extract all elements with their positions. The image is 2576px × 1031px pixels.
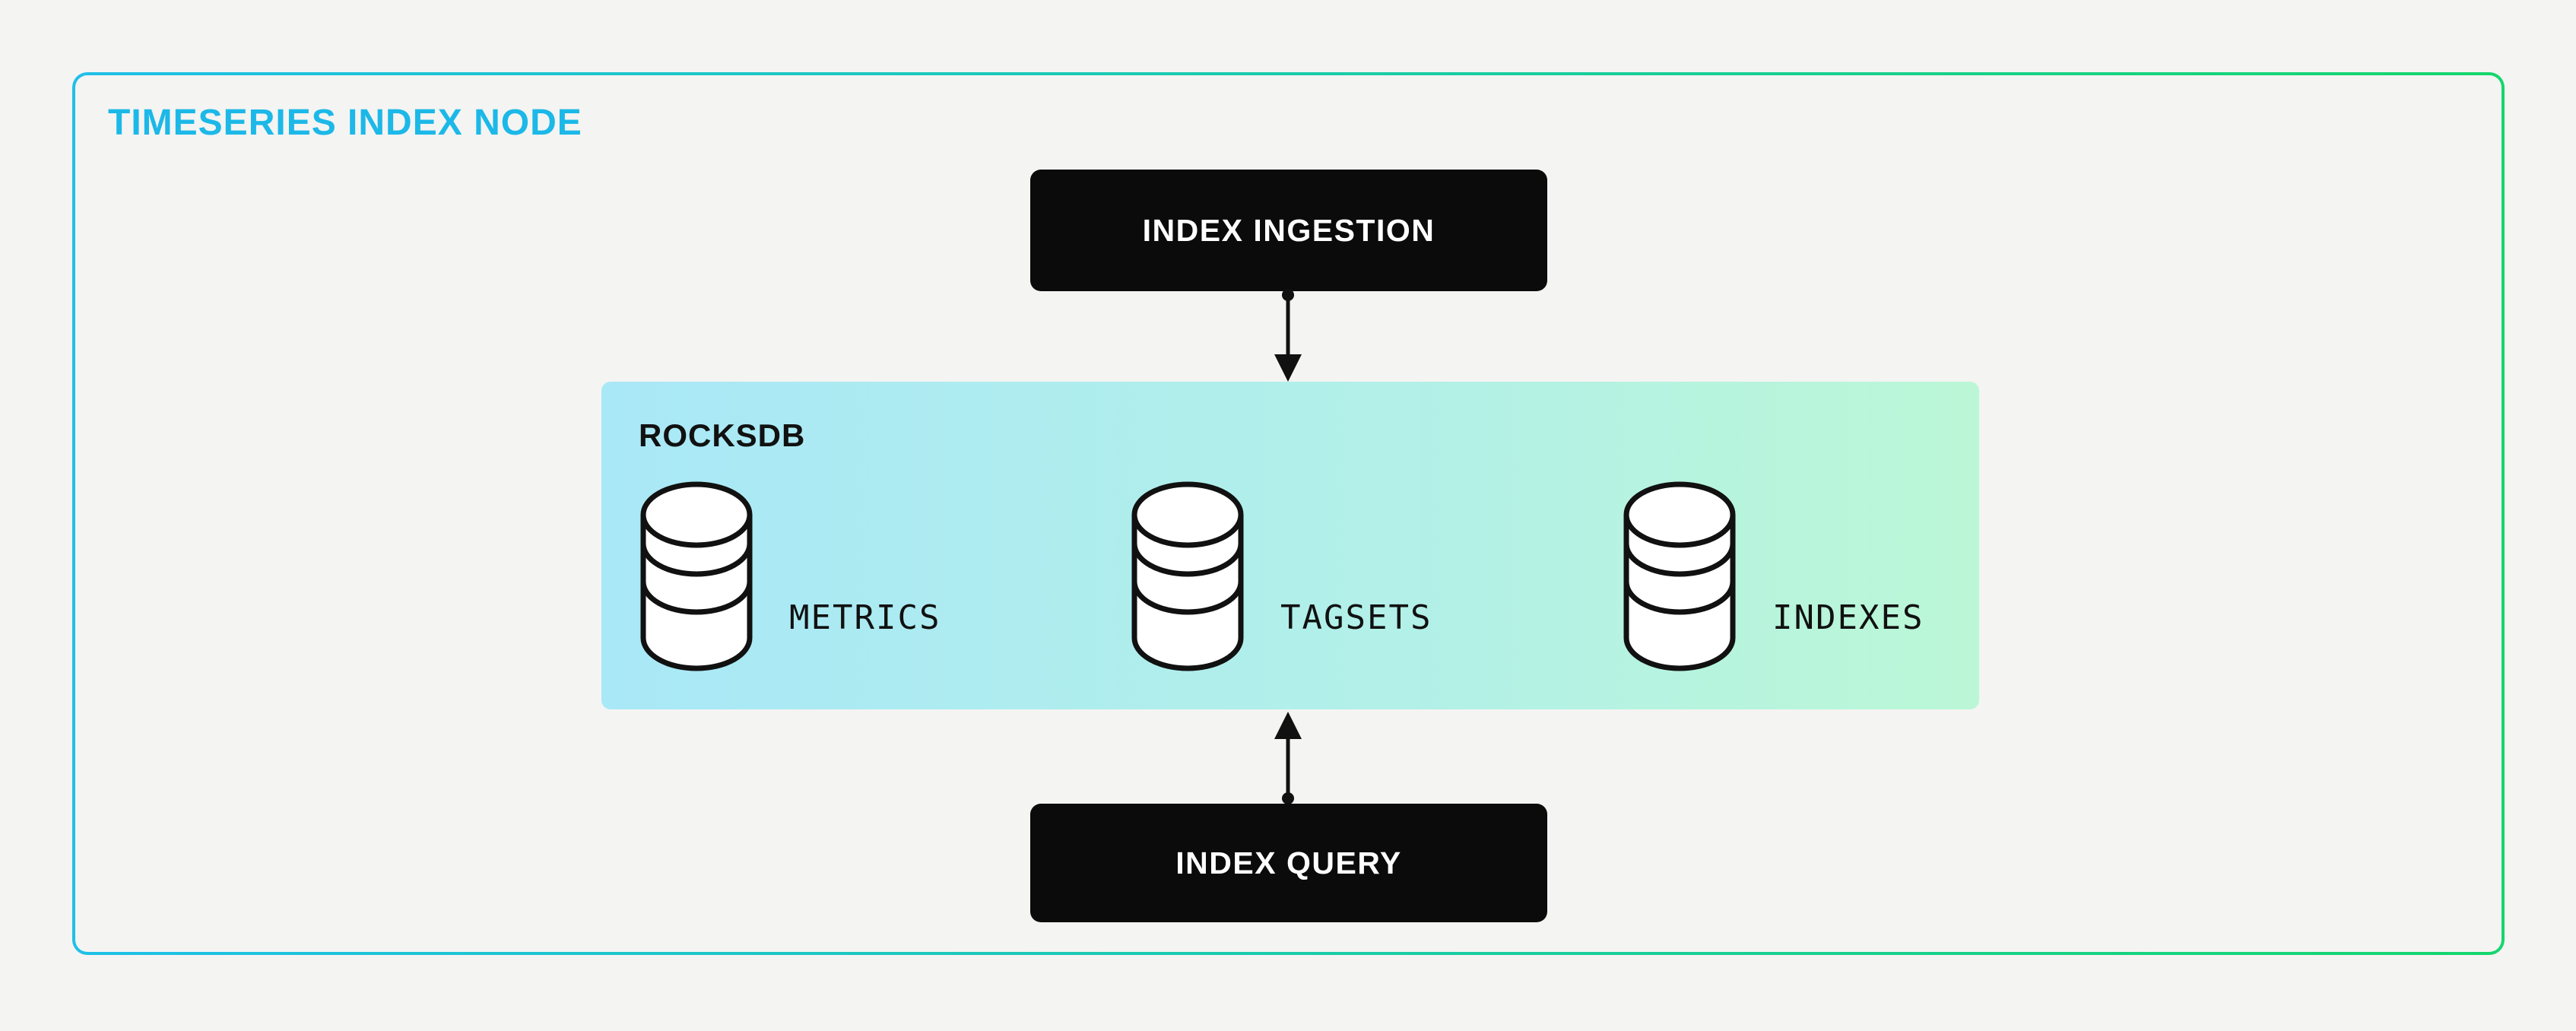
index-query-node: INDEX QUERY xyxy=(1030,804,1547,922)
database-cylinder-icon xyxy=(1131,481,1244,671)
index-ingestion-node: INDEX INGESTION xyxy=(1030,170,1547,291)
rocksdb-panel: ROCKSDB METRICS TAGSETS xyxy=(601,382,1979,709)
store-indexes: INDEXES xyxy=(1620,478,1924,674)
store-metrics: METRICS xyxy=(637,478,941,674)
database-cylinder-icon xyxy=(640,481,753,671)
arrow-down-icon xyxy=(1274,290,1302,382)
store-tagsets-label: TAGSETS xyxy=(1280,598,1432,637)
store-tagsets: TAGSETS xyxy=(1128,478,1432,674)
diagram-title: TIMESERIES INDEX NODE xyxy=(108,103,582,143)
index-query-label: INDEX QUERY xyxy=(1175,845,1402,880)
store-metrics-label: METRICS xyxy=(789,598,941,637)
store-indexes-label: INDEXES xyxy=(1772,598,1924,637)
arrow-up-icon xyxy=(1274,712,1302,804)
database-cylinder-icon xyxy=(1623,481,1736,671)
index-ingestion-label: INDEX INGESTION xyxy=(1142,212,1436,248)
rocksdb-label: ROCKSDB xyxy=(639,417,806,453)
